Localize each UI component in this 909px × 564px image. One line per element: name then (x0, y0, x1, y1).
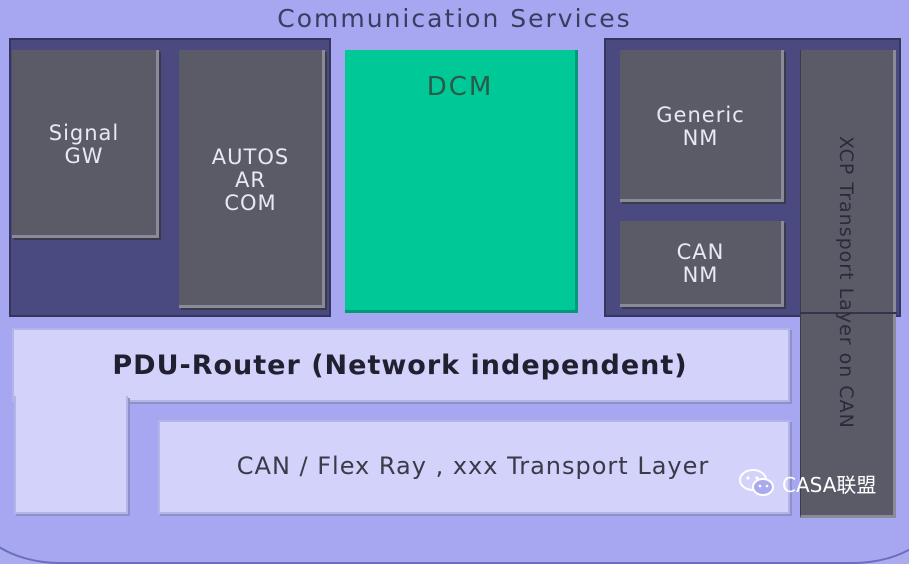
pdu-router-block (12, 328, 790, 402)
transport-layer-block (158, 420, 790, 514)
xcp-transport-block (800, 50, 896, 518)
can-nm-block: CAN NM (620, 221, 784, 307)
pdu-router-leg (14, 396, 128, 514)
xcp-label: XCP Transport Layer on CAN (835, 136, 857, 429)
generic-nm-block: Generic NM (620, 50, 784, 202)
signal-gw-block: Signal GW (12, 50, 159, 238)
watermark-text: CASA联盟 (782, 472, 877, 497)
diagram-title: Communication Services (277, 4, 632, 33)
can-nm-label-line1: CAN (676, 240, 725, 264)
generic-nm-label-line1: Generic (656, 103, 745, 127)
autosar-com-label-line2: AR (235, 168, 266, 192)
can-nm-label-line2: NM (682, 263, 719, 287)
wechat-icon (739, 469, 774, 496)
autosar-com-block: AUTOS AR COM (179, 50, 325, 308)
autosar-com-label-line3: COM (224, 191, 277, 215)
signal-gw-label-line2: GW (64, 144, 104, 168)
generic-nm-label-line2: NM (682, 126, 719, 150)
watermark: CASA联盟 (738, 466, 876, 500)
xcp-label-wrapper: XCP Transport Layer on CAN (800, 50, 892, 515)
signal-gw-label-line1: Signal (48, 121, 120, 145)
autosar-com-label-line1: AUTOS (211, 145, 290, 169)
pdu-router-label: PDU-Router (Network independent) (112, 349, 688, 381)
dcm-label: DCM (426, 72, 494, 102)
dcm-block: DCM (345, 50, 578, 313)
transport-layer-label: CAN / Flex Ray , xxx Transport Layer (236, 452, 710, 480)
xcp-divider-line (800, 312, 897, 314)
